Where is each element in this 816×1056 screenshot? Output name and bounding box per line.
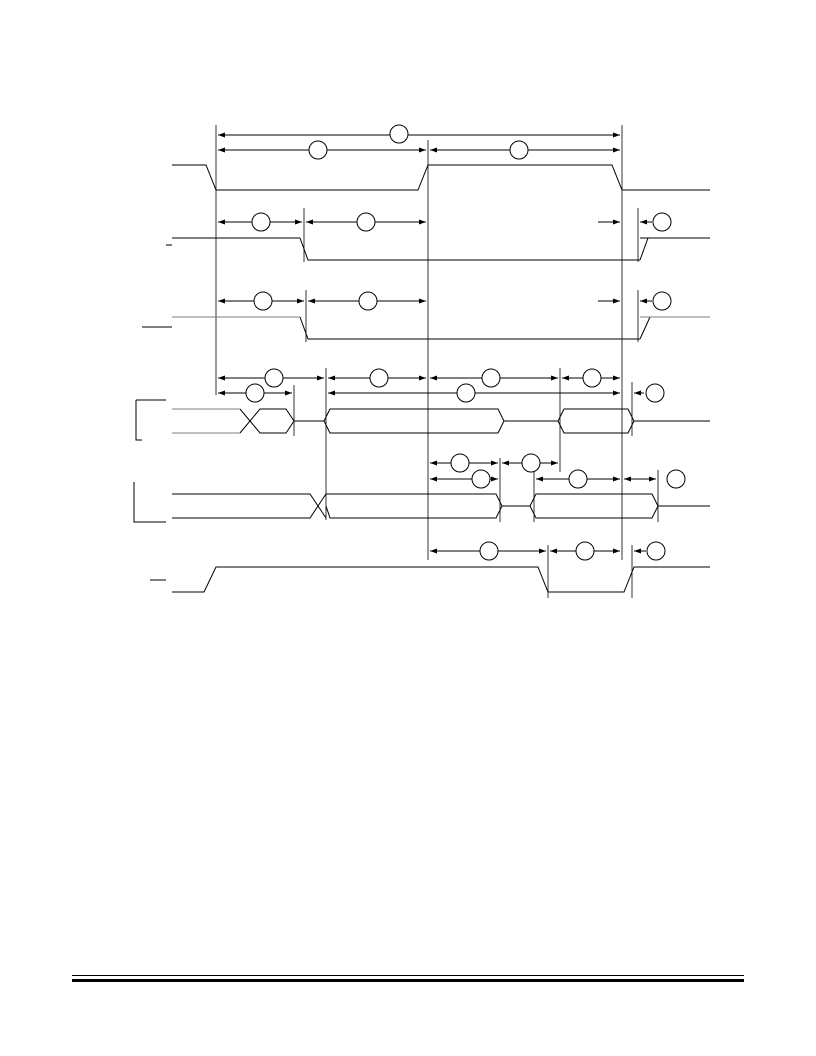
signal-5-bus	[133, 482, 710, 523]
param-bubble	[645, 383, 665, 403]
param-bubble	[358, 291, 378, 311]
param-bubble	[369, 368, 389, 388]
signal-2	[166, 237, 710, 261]
param-bubble	[652, 212, 672, 232]
signal-3	[142, 316, 710, 340]
param-bubble	[389, 124, 409, 144]
param-bubble	[646, 541, 666, 561]
timing-arrows	[218, 132, 656, 554]
param-bubble	[479, 541, 499, 561]
param-bubble	[308, 140, 328, 160]
param-bubble	[481, 368, 501, 388]
param-bubble	[509, 140, 529, 160]
footer-rule-thin	[72, 975, 744, 976]
param-bubble	[666, 469, 686, 489]
signal-4-bus	[135, 399, 710, 441]
param-bubble	[521, 453, 541, 473]
parameter-bubbles	[245, 124, 686, 561]
param-bubble	[264, 368, 284, 388]
param-bubble	[568, 469, 588, 489]
param-bubble	[450, 453, 470, 473]
reference-lines	[215, 125, 659, 598]
param-bubble	[456, 383, 476, 403]
param-bubble	[253, 291, 273, 311]
signal-6	[150, 566, 710, 593]
param-bubble	[471, 469, 491, 489]
param-bubble	[356, 212, 376, 232]
param-bubble	[251, 212, 271, 232]
param-bubble	[575, 541, 595, 561]
param-bubble	[652, 291, 672, 311]
signal-1-clock	[172, 164, 710, 191]
param-bubble	[582, 368, 602, 388]
footer-rule-thick	[72, 979, 744, 982]
param-bubble	[245, 383, 265, 403]
